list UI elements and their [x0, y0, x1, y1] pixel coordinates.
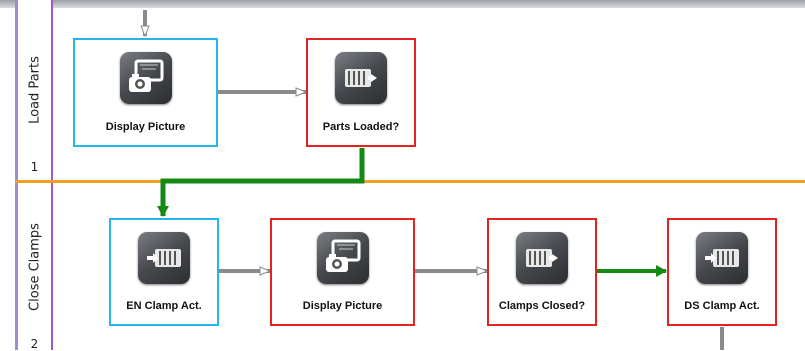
node-label: Display Picture: [302, 300, 383, 312]
lane-header[interactable]: Load Parts 1: [15, 0, 53, 180]
node-display-picture-2[interactable]: Display Picture: [270, 218, 415, 326]
output-actuator-icon: [696, 232, 748, 284]
lane-title: Load Parts: [27, 56, 42, 124]
node-label: Parts Loaded?: [322, 121, 400, 133]
lane-title: Close Clamps: [27, 222, 42, 311]
canvas-top-border: [0, 0, 805, 8]
node-label: DS Clamp Act.: [684, 300, 760, 312]
node-label: Display Picture: [105, 121, 186, 133]
lane-number: 2: [30, 337, 39, 351]
lane-close-clamps[interactable]: Close Clamps 2: [0, 183, 805, 351]
lane-number: 1: [30, 160, 39, 174]
camera-picture-icon: [316, 232, 369, 284]
camera-picture-icon: [119, 52, 172, 104]
node-label: EN Clamp Act.: [126, 300, 202, 312]
check-inputs-icon: [335, 52, 387, 104]
lane-header[interactable]: Close Clamps 2: [15, 183, 53, 351]
node-ds-clamp-act[interactable]: DS Clamp Act.: [667, 218, 777, 326]
node-parts-loaded[interactable]: Parts Loaded?: [306, 38, 416, 147]
lane-load-parts[interactable]: Load Parts 1: [0, 0, 805, 180]
output-actuator-icon: [138, 232, 190, 284]
check-inputs-icon: [516, 232, 568, 284]
node-clamps-closed[interactable]: Clamps Closed?: [487, 218, 597, 326]
node-en-clamp-act[interactable]: EN Clamp Act.: [109, 218, 219, 326]
node-display-picture[interactable]: Display Picture: [73, 38, 218, 147]
node-label: Clamps Closed?: [498, 300, 586, 312]
lane-separator[interactable]: [15, 180, 805, 183]
